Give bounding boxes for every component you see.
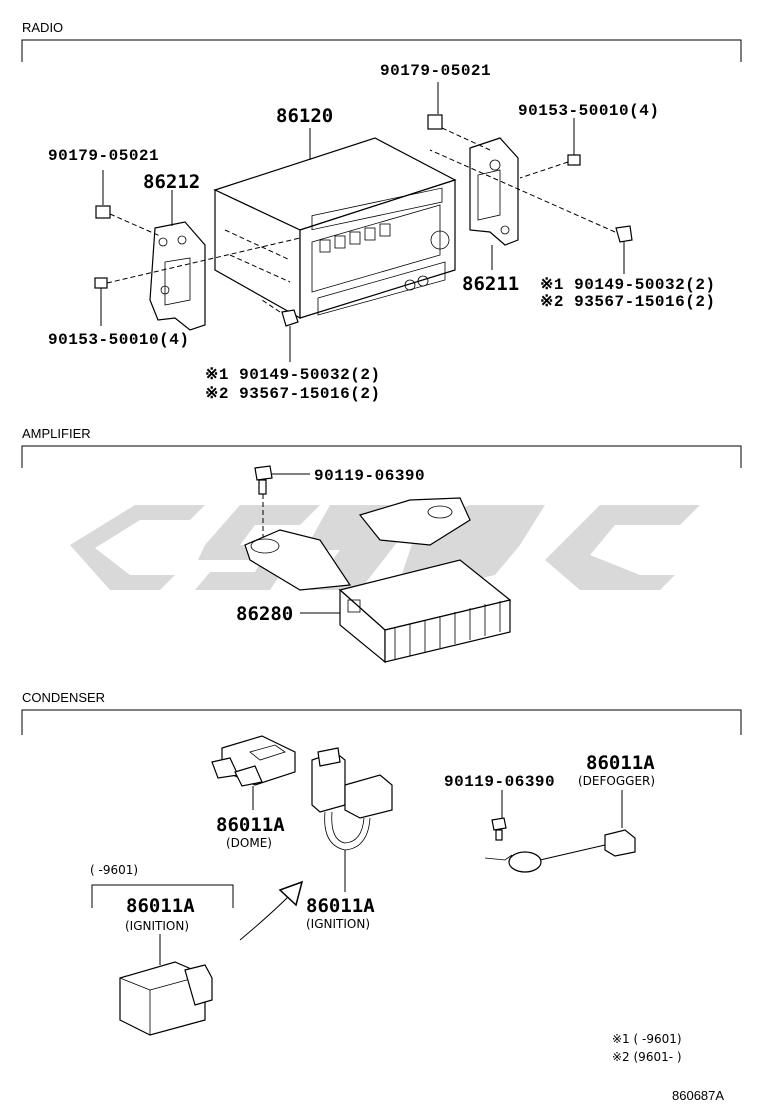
ignition-condenser-old xyxy=(119,961,213,1036)
section-title-condenser: CONDENSER xyxy=(22,690,105,705)
section-bracket-amplifier xyxy=(21,445,742,468)
label-ign1-desc: (IGNITION) xyxy=(125,919,189,933)
section-bracket-condenser xyxy=(21,709,742,735)
label-defog-part: 86011A xyxy=(586,752,655,774)
left-bracket-86212 xyxy=(149,221,206,331)
label-dome-desc: (DOME) xyxy=(226,836,272,850)
amplifier-unit-86280 xyxy=(244,497,512,664)
right-screw xyxy=(429,149,633,274)
label-left-bolt: 90153-50010(4) xyxy=(48,331,189,349)
label-right-bolt: 90153-50010(4) xyxy=(518,102,659,120)
right-bolt xyxy=(519,118,581,179)
label-left-nut: 90179-05021 xyxy=(48,147,159,165)
section-bracket-radio xyxy=(21,39,742,62)
right-nut xyxy=(427,114,443,130)
right-bracket-86211 xyxy=(469,137,519,246)
left-nut xyxy=(95,205,111,219)
amplifier-bolt xyxy=(254,465,310,545)
radio-head-unit-86120 xyxy=(213,137,457,320)
dome-condenser xyxy=(211,735,296,787)
label-defogger-bolt: 90119-06390 xyxy=(444,773,555,791)
label-amplifier-bolt: 90119-06390 xyxy=(314,467,425,485)
label-bottom-screw-1: ※1 90149-50032(2) xyxy=(205,366,381,384)
label-86211: 86211 xyxy=(462,273,519,295)
figure-id: 860687A xyxy=(672,1088,724,1103)
label-86280: 86280 xyxy=(236,603,293,625)
label-bottom-screw-2: ※2 93567-15016(2) xyxy=(205,385,381,403)
label-ign2-part: 86011A xyxy=(306,895,375,917)
left-bolt xyxy=(94,237,301,326)
label-ign1-part: 86011A xyxy=(126,895,195,917)
label-right-screw-1: ※1 90149-50032(2) xyxy=(540,276,716,294)
curved-arrow xyxy=(239,880,304,941)
label-defog-desc: (DEFOGGER) xyxy=(578,774,655,788)
label-right-nut: 90179-05021 xyxy=(380,62,491,80)
ignition-condenser-harness xyxy=(311,747,393,851)
label-dome-part: 86011A xyxy=(216,814,285,836)
note-1: ※1 ( -9601) xyxy=(612,1032,682,1046)
label-right-screw-2: ※2 93567-15016(2) xyxy=(540,293,716,311)
label-ign-range: ( -9601) xyxy=(90,863,138,877)
label-86120: 86120 xyxy=(276,105,333,127)
section-title-radio: RADIO xyxy=(22,20,63,35)
bottom-screw xyxy=(261,299,299,362)
defogger-bolt xyxy=(491,817,507,841)
ignition-bracket xyxy=(91,884,234,908)
label-ign2-desc: (IGNITION) xyxy=(306,917,370,931)
defogger-condenser xyxy=(484,829,636,873)
label-86212: 86212 xyxy=(143,171,200,193)
note-2: ※2 (9601- ) xyxy=(612,1050,682,1064)
section-title-amplifier: AMPLIFIER xyxy=(22,426,91,441)
